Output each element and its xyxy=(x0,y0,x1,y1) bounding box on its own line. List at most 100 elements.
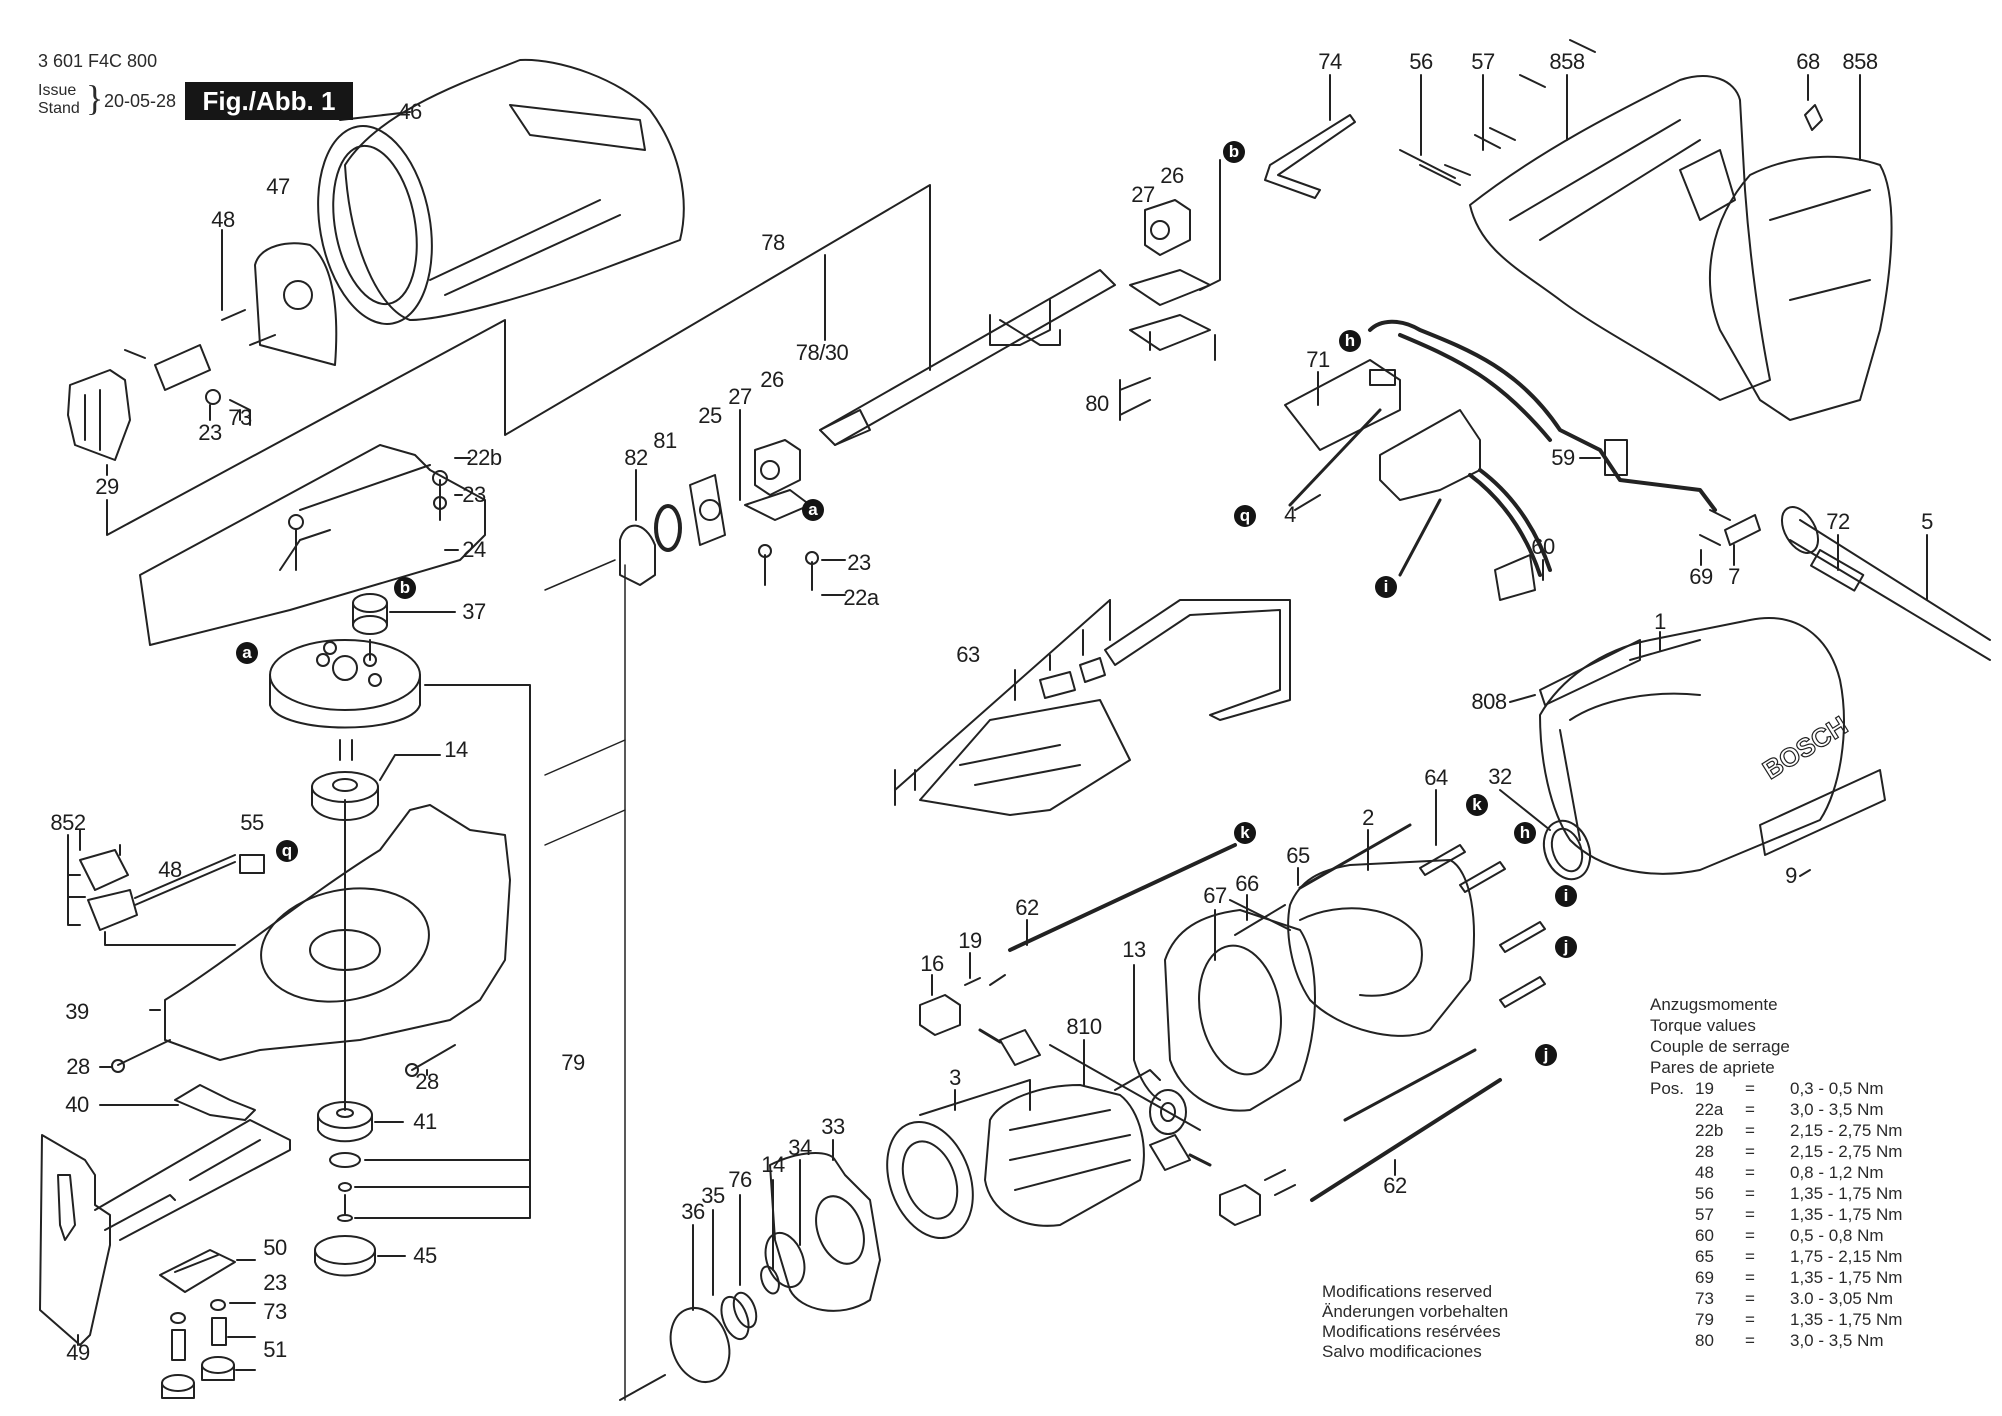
switch-part-4-and-cables xyxy=(1284,319,1717,577)
gear-housing-part-39 xyxy=(149,799,511,1111)
cord-clamp-part-7 xyxy=(1699,509,1761,566)
torque-value: 3.0 - 3,05 Nm xyxy=(1790,1289,1893,1308)
part-callout-74: 74 xyxy=(1318,49,1342,74)
torque-value: 3,0 - 3,5 Nm xyxy=(1790,1331,1884,1350)
part-callout-32: 32 xyxy=(1488,764,1512,789)
part-callout-73: 73 xyxy=(263,1299,287,1324)
torque-value: 2,15 - 2,75 Nm xyxy=(1790,1121,1903,1140)
torque-equals: = xyxy=(1745,1205,1755,1224)
part-callout-28: 28 xyxy=(66,1054,90,1079)
field-stator-part-2 xyxy=(1287,823,1477,1122)
part-callout-23: 23 xyxy=(198,420,222,445)
torque-equals: = xyxy=(1745,1268,1755,1287)
torque-row: 56=1,35 - 1,75 Nm xyxy=(1650,1183,1902,1204)
torque-equals: = xyxy=(1745,1079,1755,1098)
part-callout-62: 62 xyxy=(1015,895,1039,920)
cover-part-40 xyxy=(99,1084,256,1121)
issue-stand-label: Issue Stand xyxy=(38,82,80,118)
part-callout-76: 76 xyxy=(728,1167,752,1192)
connection-marker-k: k xyxy=(1234,822,1256,844)
part-callout-858: 858 xyxy=(1549,49,1585,74)
torque-row: 69=1,35 - 1,75 Nm xyxy=(1650,1267,1902,1288)
part-callout-3: 3 xyxy=(949,1065,961,1090)
stand-label: Stand xyxy=(38,100,80,117)
modifications-notice: Modifications reserved Änderungen vorbeh… xyxy=(1322,1282,1508,1362)
torque-position: 48 xyxy=(1695,1163,1714,1182)
part-callout-39: 39 xyxy=(65,999,89,1024)
part-callout-48: 48 xyxy=(158,857,182,882)
part-callout-78: 78 xyxy=(761,230,785,255)
connection-marker-b: b xyxy=(1223,141,1245,163)
part-callout-26: 26 xyxy=(1160,163,1184,188)
torque-row: 28=2,15 - 2,75 Nm xyxy=(1650,1141,1902,1162)
torque-title-de: Anzugsmomente xyxy=(1650,995,1778,1014)
part-callout-82: 82 xyxy=(624,445,648,470)
connector-part-852 xyxy=(67,829,236,946)
group-bracket-78 xyxy=(106,184,931,536)
ring-part-45 xyxy=(314,1235,406,1277)
base-plate-part-49 xyxy=(39,1119,291,1346)
torque-pos-label xyxy=(1650,1267,1695,1288)
torque-row: 22a=3,0 - 3,5 Nm xyxy=(1650,1099,1902,1120)
part-callout-858: 858 xyxy=(1842,49,1878,74)
part-callout-810: 810 xyxy=(1066,1014,1102,1039)
torque-value: 1,35 - 1,75 Nm xyxy=(1790,1184,1903,1203)
part-callout-72: 72 xyxy=(1826,509,1850,534)
torque-value: 2,15 - 2,75 Nm xyxy=(1790,1142,1903,1161)
connection-marker-q: q xyxy=(276,840,298,862)
part-callout-57: 57 xyxy=(1471,49,1495,74)
part-number: 3 601 F4C 800 xyxy=(38,51,158,71)
terminal-part-64 xyxy=(1419,789,1546,1008)
carbon-brush xyxy=(978,1028,1212,1171)
wobble-gear xyxy=(269,639,531,1151)
blade-clamp-part-29 xyxy=(67,369,131,476)
part-callout-73: 73 xyxy=(228,405,252,430)
connector-part-55 xyxy=(239,854,265,874)
torque-row: 60=0,5 - 0,8 Nm xyxy=(1650,1225,1902,1246)
armature-part-3 xyxy=(886,1039,1201,1240)
torque-position: 80 xyxy=(1695,1331,1714,1350)
connection-marker-q: q xyxy=(1234,505,1256,527)
guide-block-part-26-right xyxy=(1119,159,1221,421)
part-callout-41: 41 xyxy=(413,1109,437,1134)
connection-marker-j: j xyxy=(1555,936,1577,958)
connection-marker-i: i xyxy=(1555,885,1577,907)
part-callout-67: 67 xyxy=(1203,883,1227,908)
torque-equals: = xyxy=(1745,1289,1755,1308)
part-callout-50: 50 xyxy=(263,1235,287,1260)
torque-equals: = xyxy=(1745,1331,1755,1350)
part-callout-22b: 22b xyxy=(466,445,502,470)
part-callout-28: 28 xyxy=(415,1069,439,1094)
screw-part-28 xyxy=(99,1039,456,1077)
torque-pos-label xyxy=(1650,1162,1695,1183)
torque-position: 73 xyxy=(1695,1289,1714,1308)
part-callout-36: 36 xyxy=(681,1199,705,1224)
hex-key-part-74 xyxy=(1264,74,1356,199)
torque-pos-label xyxy=(1650,1225,1695,1246)
torque-row: 65=1,75 - 2,15 Nm xyxy=(1650,1246,1902,1267)
torque-row: 80 = 3,0 - 3,5 Nm xyxy=(1650,1330,1902,1351)
part-callout-14: 14 xyxy=(761,1152,785,1177)
part-callout-69: 69 xyxy=(1689,564,1713,589)
torque-equals: = xyxy=(1745,1100,1755,1119)
bearing-stack xyxy=(619,1159,806,1401)
torque-row: 57=1,35 - 1,75 Nm xyxy=(1650,1204,1902,1225)
part-callout-14: 14 xyxy=(444,737,468,762)
fasteners-lower xyxy=(161,1299,256,1399)
torque-position: 19 xyxy=(1695,1079,1714,1098)
plate-part-47 xyxy=(254,242,338,366)
handle-housing-part-858 xyxy=(1469,74,1893,421)
torque-title-es: Pares de apriete xyxy=(1650,1058,1775,1077)
bearing-part-41 xyxy=(317,1101,531,1222)
screws-22a-23 xyxy=(758,544,846,596)
figure-label: Fig./Abb. 1 xyxy=(185,82,353,120)
torque-row: 79=1,35 - 1,75 Nm xyxy=(1650,1309,1902,1330)
part-callout-5: 5 xyxy=(1921,509,1933,534)
connection-marker-a: a xyxy=(236,642,258,664)
torque-pos-label: Pos. xyxy=(1650,1079,1685,1098)
part-callout-19: 19 xyxy=(958,928,982,953)
part-callout-35: 35 xyxy=(701,1183,725,1208)
part-callout-63: 63 xyxy=(956,642,980,667)
